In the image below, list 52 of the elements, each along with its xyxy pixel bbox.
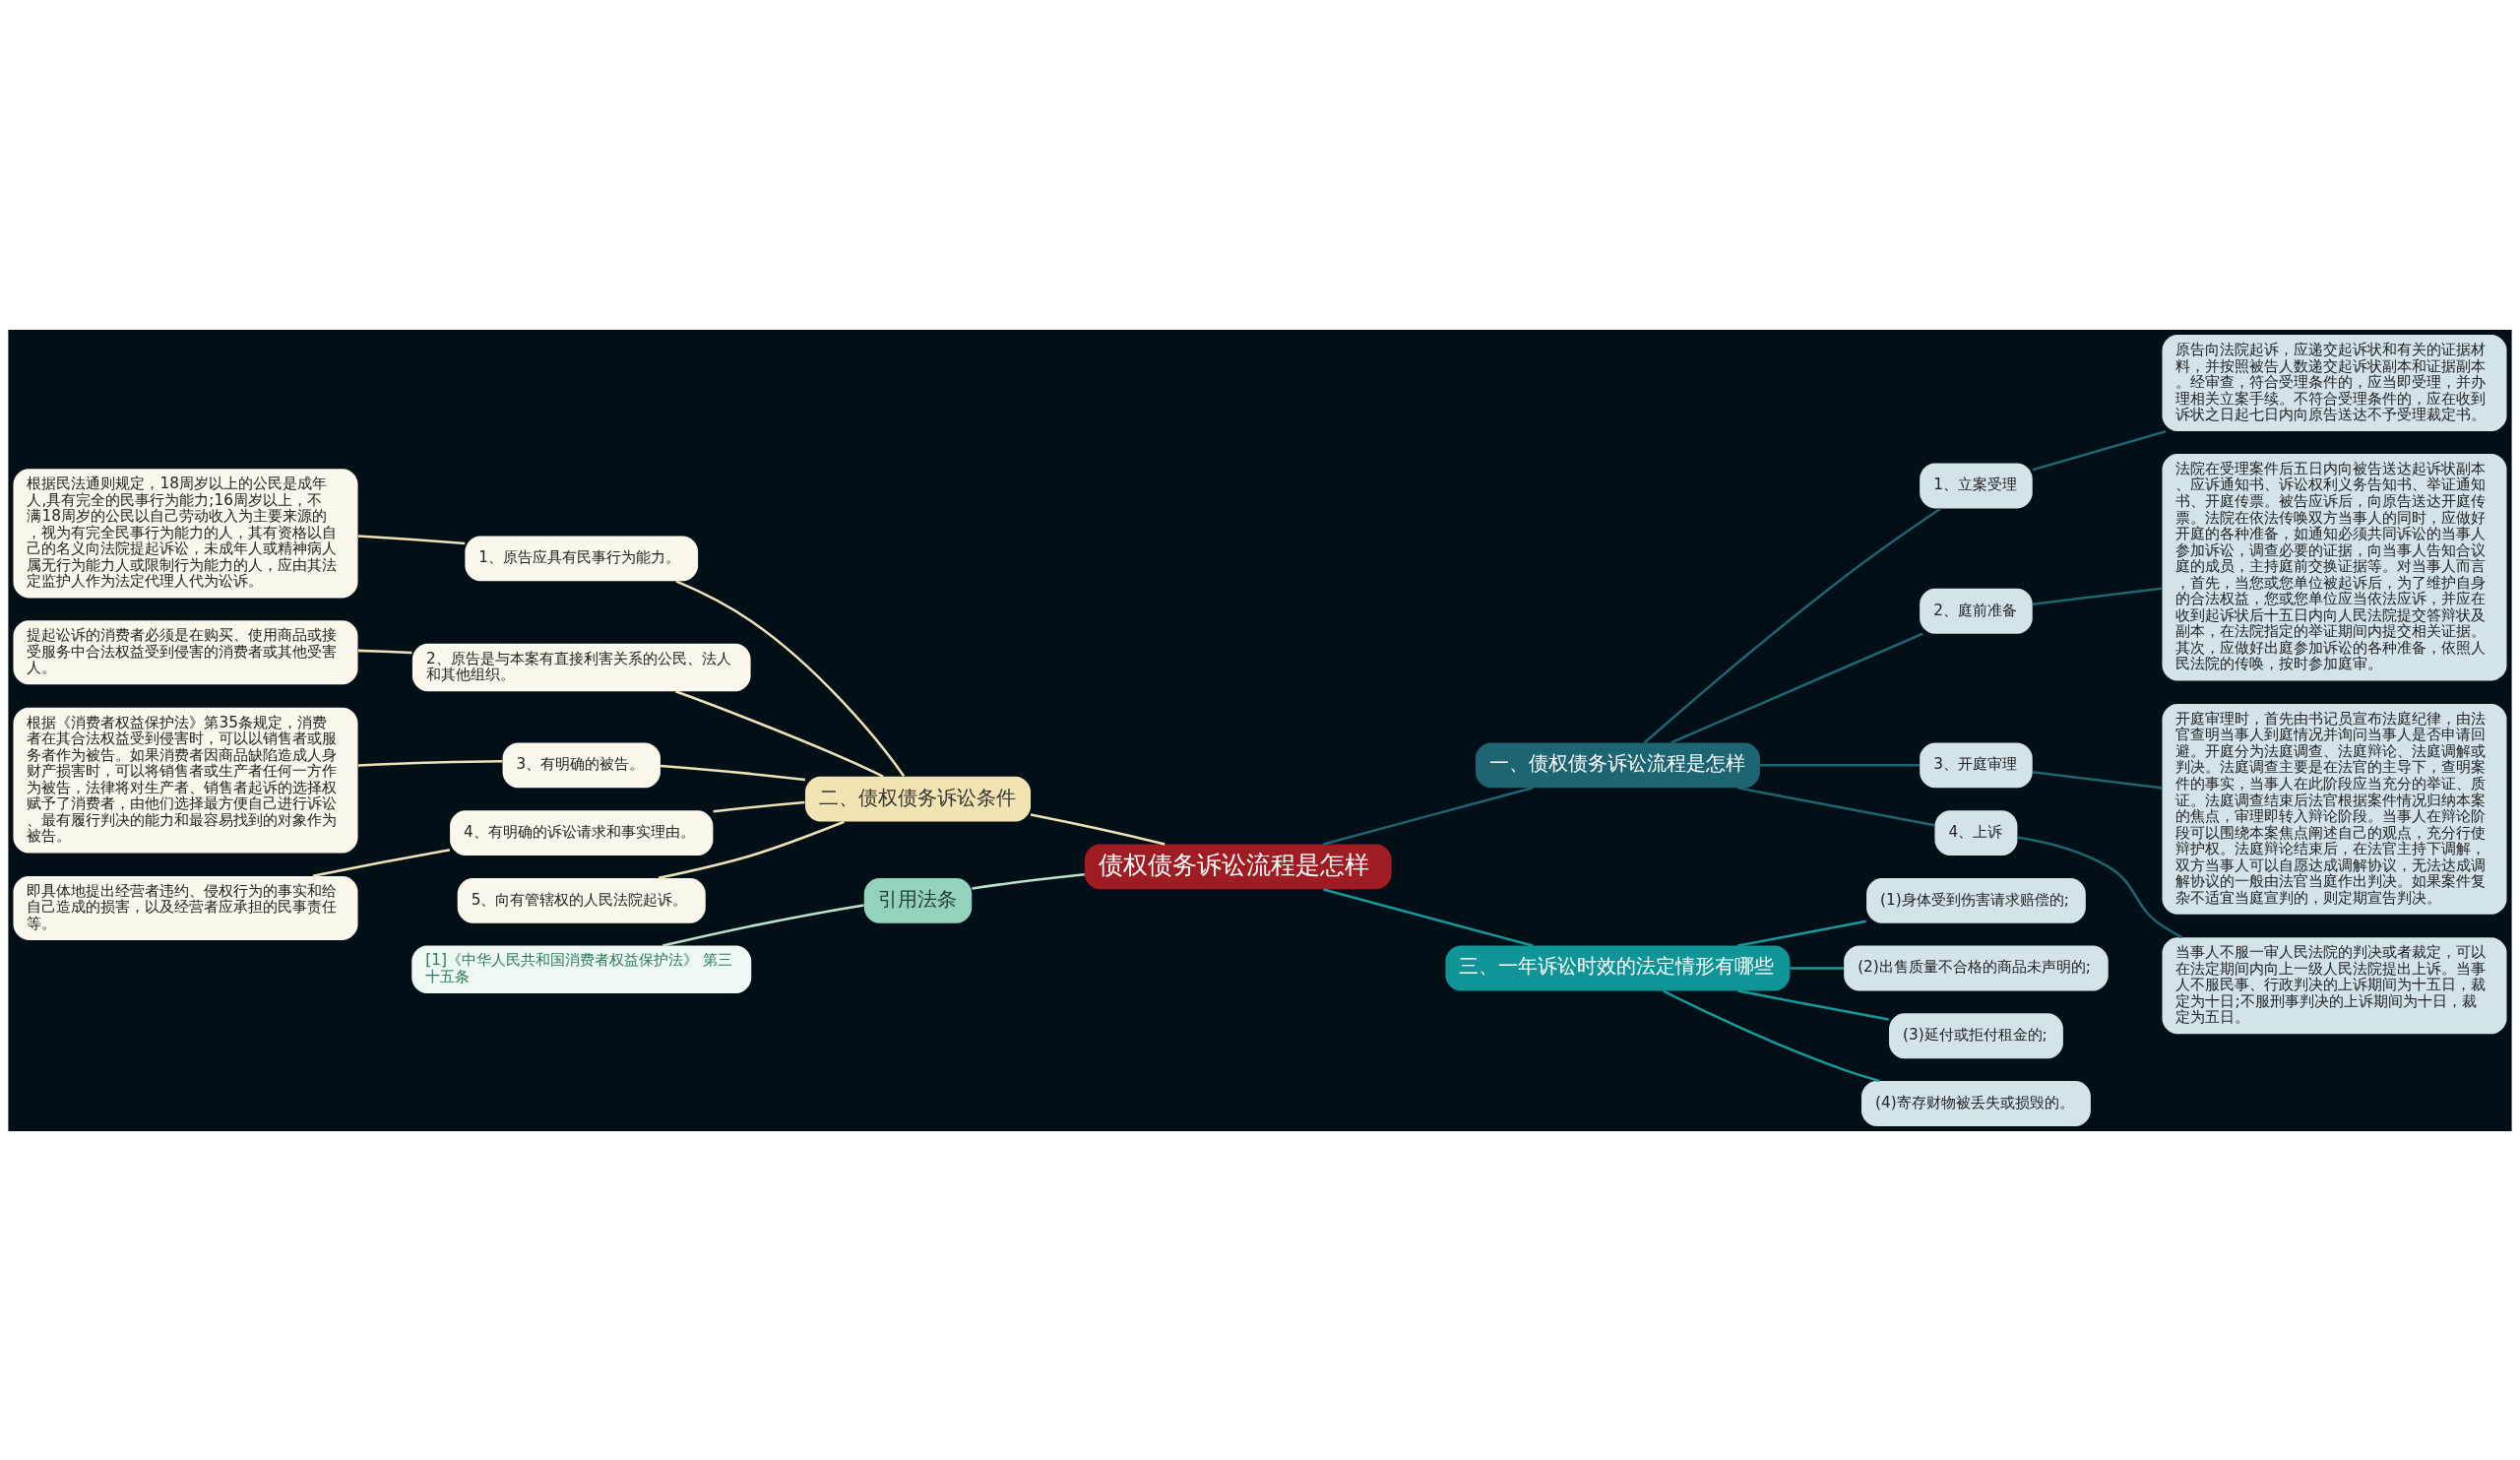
connector [661,764,806,781]
node-box: 根据《消费者权益保护法》第35条规定，消费者在其合法权益受到侵害时，可以以销售者或服务者作为被告。如果消费者因商品缺陷造成人身财产损害时，可以将销售者或生产者任何一方作为被告，法律将对生产者、销售者起诉的选择权赋予了消费者，由他们选择最方便自己进行诉讼、最有履行判决的能力和最容易找到的对象作为被告。 [13,707,358,853]
node-box: 4、有明确的诉讼请求和事实理由。 [450,809,714,856]
connector [1790,966,1844,970]
connector [2032,429,2167,471]
node-box: 1、立案受理 [1920,463,2033,508]
connector [312,848,451,877]
node-box: 一、债权债务诉讼流程是怎样 [1475,741,1760,788]
node-box: 引用法条 [863,877,973,923]
node-box: 即具体地提出经营者违约、侵权行为的事实和给自己造成的损害，以及经营者应承担的民事责任等。 [13,875,358,940]
node-box: 三、一年诉讼时效的法定情形有哪些 [1445,945,1791,990]
node-box: (1)身体受到伤害请求赔偿的; [1866,877,2086,923]
connector [357,649,412,654]
node-box: 3、开庭审理 [1920,741,2033,788]
node-box: 5、向有管辖权的人民法院起诉。 [457,877,706,923]
connector [972,872,1085,890]
node-box: 原告向法院起诉，应递交起诉状和有关的证据材料，并按照被告人数递交起诉状副本和证据副本。经审查，符合受理条件的，应当即受理，并办理相关立案手续。不符合受理条件的，应在收到诉状之日起七日内向原告送达不予受理裁定书。 [2162,334,2507,431]
connector [1323,786,1534,846]
connector [357,534,466,544]
connector [1643,507,1941,743]
node-box: (3)延付或拒付租金的; [1889,1012,2063,1058]
node-box: (2)出售质量不合格的商品未声明的; [1844,945,2109,990]
node-box: 1、原告应具有民事行为能力。 [465,535,699,581]
connector [2032,586,2163,605]
connector [357,759,503,767]
connector [675,579,906,777]
node-box: 开庭审理时，首先由书记员宣布法庭纪律，由法官查明当事人到庭情况并询问当事人是否申请回避。开庭分为法庭调查、法庭辩论、法庭调解或判决。法庭调查主要是在法官的主导下，查明案件的事实，当事人在此阶段应当充分的举证、质证。法庭调查结束后法官根据案件情况归纳本案的焦点，审理即转入辩论阶段。当事人在辩论阶段可以围绕本案焦点阐述自己的观点，充分行使辩护权。法庭辩论结束后，在法官主持下调解，双方当事人可以自愿达成调解协议，无法达成调解协议的一般由法官当庭作出判决。如果案件复杂不适宜当庭宣判的，则定期宣告判决。 [2162,703,2507,915]
node-box: 2、原告是与本案有直接利害关系的公民、法人和其他组织。 [411,643,751,691]
node-box: 当事人不服一审人民法院的判决或者裁定，可以在法定期间内向上一级人民法院提出上诉。当事人不服民事、行政判决的上诉期间为十五日，裁定为十日;不服刑事判决的上诉期间为十日，裁定为五日。 [2162,936,2507,1034]
connector [658,820,845,879]
connector [2032,770,2163,790]
node-box: 2、庭前准备 [1920,588,2033,634]
connector [713,800,805,812]
connector [1737,988,1889,1021]
node-box: 二、债权债务诉讼条件 [804,776,1032,822]
node-box: 根据民法通则规定，18周岁以上的公民是成年人,具有完全的民事行为能力;16周岁以上，不满18周岁的公民以自己劳动收入为主要来源的，视为有完全民事行为能力的人，其有资格以自己的名义向法院提起诉讼，未成年人或精神病人属无行为能力人或限制行为能力的人，应由其法定监护人作为法定代理人代为讼诉。 [13,468,358,598]
node-box: 法院在受理案件后五日内向被告送达起诉状副本、应诉通知书、诉讼权利义务告知书、举证通知书、开庭传票。被告应诉后，向原告送达开庭传票。法院在依法传唤双方当事人的同时，应做好开庭的各种准备，如通知必须共同诉讼的当事人参加诉讼，调查必要的证据，向当事人告知合议庭的成员，主持庭前交换证据等。对当事人而言，首先，当您或您单位被起诉后，为了维护自身的合法权益，您或您单位应当依法应诉，并应在收到起诉状后十五日内向人民法院提交答辩状及副本，在法院指定的举证期间内提交相关证据。其次，应做好出庭参加诉讼的各种准备，依照人民法院的传唤，按时参加庭审。 [2162,453,2507,680]
connector [1030,812,1166,846]
connector [1670,632,1923,744]
connector [1760,763,1921,767]
node-box: (4)寄存财物被丢失或损毁的。 [1861,1080,2091,1126]
node-box: 提起讼诉的消费者必须是在购买、使用商品或接受服务中合法权益受到侵害的消费者或其他受害人。 [13,619,358,684]
node-box: 债权债务诉讼流程是怎样 [1084,844,1392,889]
connector [1663,988,1880,1082]
connector [1737,786,1935,827]
node-box: 4、上诉 [1934,809,2018,856]
connector [1737,920,1866,947]
connector [1323,887,1534,947]
node-box: [1]《中华人民共和国消费者权益保护法》 第三十五条 [411,945,752,993]
connector [674,689,884,778]
node-box: 3、有明确的被告。 [502,741,661,788]
connector [2017,835,2183,938]
